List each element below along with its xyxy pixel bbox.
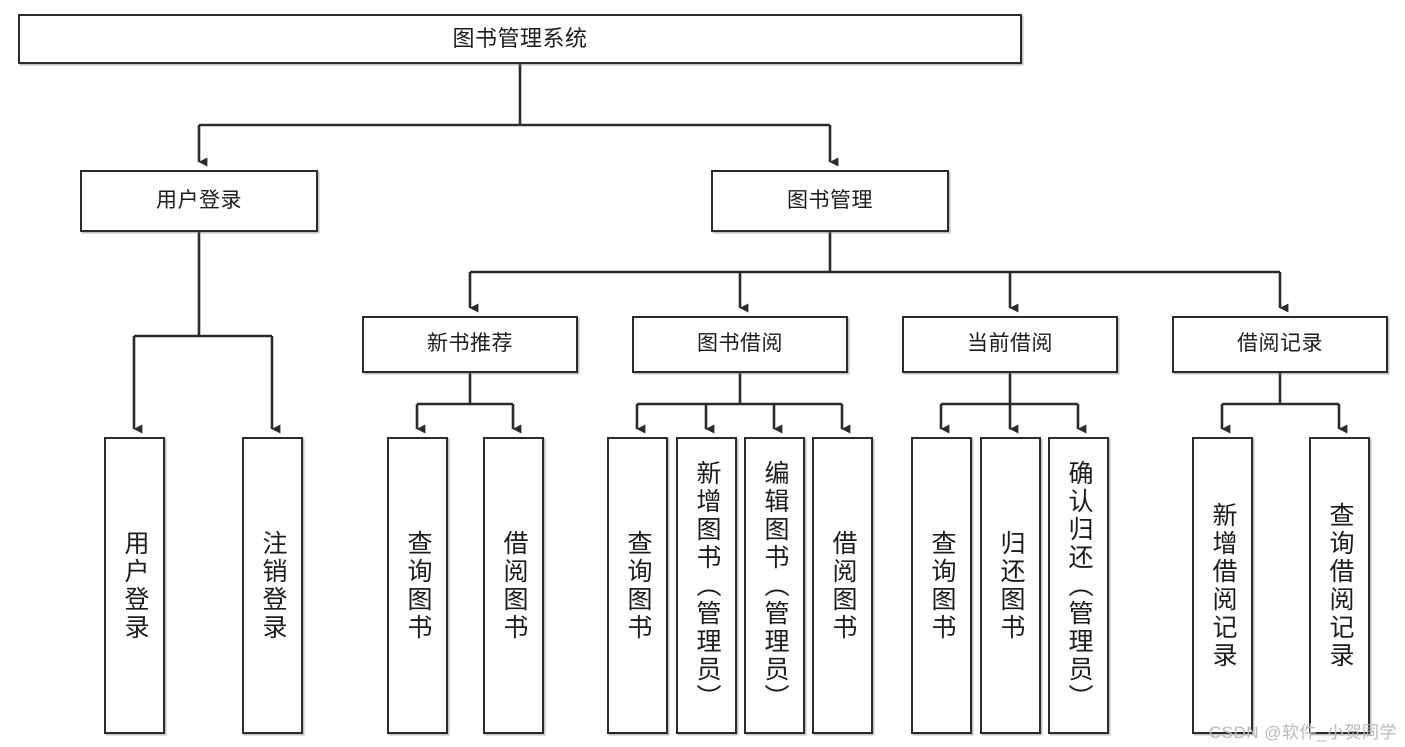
node-label: 当前借阅: [967, 332, 1053, 356]
node-label: 注销登录: [259, 529, 287, 642]
node-borrow-record[interactable]: 借阅记录: [1172, 316, 1388, 373]
node-book-borrow[interactable]: 图书借阅: [632, 316, 848, 373]
node-leaf-query-book-3[interactable]: 查询图书: [911, 437, 972, 734]
node-leaf-query-book-2[interactable]: 查询图书: [607, 437, 668, 734]
node-leaf-return-book[interactable]: 归还图书: [980, 437, 1041, 734]
node-label: 用户登录: [156, 188, 242, 212]
node-label: 图书管理系统: [452, 26, 588, 52]
node-user-login[interactable]: 用户登录: [80, 170, 318, 232]
node-label: 图书管理: [787, 188, 873, 212]
node-book-manage[interactable]: 图书管理: [711, 170, 949, 232]
node-leaf-logout[interactable]: 注销登录: [242, 437, 303, 734]
node-label: 新增借阅记录: [1209, 501, 1237, 670]
node-leaf-confirm-return[interactable]: 确认归还（管理员）: [1048, 437, 1109, 734]
node-leaf-borrow-book-1[interactable]: 借阅图书: [483, 437, 544, 734]
node-label: 借阅图书: [829, 529, 857, 642]
node-leaf-user-login[interactable]: 用户登录: [104, 437, 165, 734]
node-label: 新书推荐: [427, 332, 513, 356]
node-label: 借阅记录: [1237, 332, 1323, 356]
node-label: 归还图书: [997, 529, 1025, 642]
node-leaf-borrow-book-2[interactable]: 借阅图书: [812, 437, 873, 734]
csdn-watermark: CSDN @软件_小贺同学: [1208, 723, 1397, 742]
node-leaf-add-book[interactable]: 新增图书（管理员）: [676, 437, 737, 734]
node-label: 编辑图书（管理员）: [761, 459, 789, 712]
node-label: 新增图书（管理员）: [693, 459, 721, 712]
node-leaf-add-record[interactable]: 新增借阅记录: [1192, 437, 1253, 734]
node-new-book-recommend[interactable]: 新书推荐: [362, 316, 578, 373]
node-label: 查询图书: [928, 529, 956, 642]
node-leaf-query-record[interactable]: 查询借阅记录: [1309, 437, 1370, 734]
node-label: 查询图书: [404, 529, 432, 642]
node-label: 查询借阅记录: [1326, 501, 1354, 670]
node-label: 用户登录: [121, 529, 149, 642]
node-current-borrow[interactable]: 当前借阅: [902, 316, 1118, 373]
node-label: 借阅图书: [500, 529, 528, 642]
node-leaf-edit-book[interactable]: 编辑图书（管理员）: [744, 437, 805, 734]
node-label: 确认归还（管理员）: [1065, 459, 1093, 712]
node-root-system[interactable]: 图书管理系统: [18, 14, 1022, 64]
node-leaf-query-book-1[interactable]: 查询图书: [387, 437, 448, 734]
node-label: 查询图书: [624, 529, 652, 642]
node-label: 图书借阅: [697, 332, 783, 356]
